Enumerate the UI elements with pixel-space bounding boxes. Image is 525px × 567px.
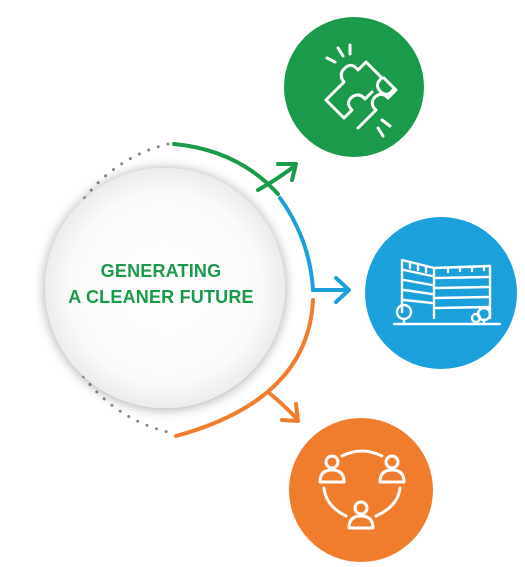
orange-arrowhead (280, 402, 300, 423)
dotted-arc (52, 142, 170, 434)
hub-circle (45, 168, 285, 408)
green-arrowhead (276, 162, 298, 182)
node-community (289, 418, 433, 562)
center-title: GENERATING A CLEANER FUTURE (36, 258, 286, 310)
people-network-icon (318, 449, 406, 530)
center-title-line1: GENERATING (100, 261, 222, 281)
orange-arrow (266, 390, 298, 420)
puzzle-pieces-icon (324, 43, 398, 138)
green-arrow (256, 166, 294, 192)
node-facilities (365, 217, 517, 369)
center-title-line2: A CLEANER FUTURE (68, 287, 254, 307)
blue-arc (278, 196, 315, 292)
office-building-icon (392, 258, 502, 326)
node-partnership (284, 17, 424, 157)
blue-arrowhead (334, 276, 351, 304)
orange-arc (174, 298, 315, 438)
